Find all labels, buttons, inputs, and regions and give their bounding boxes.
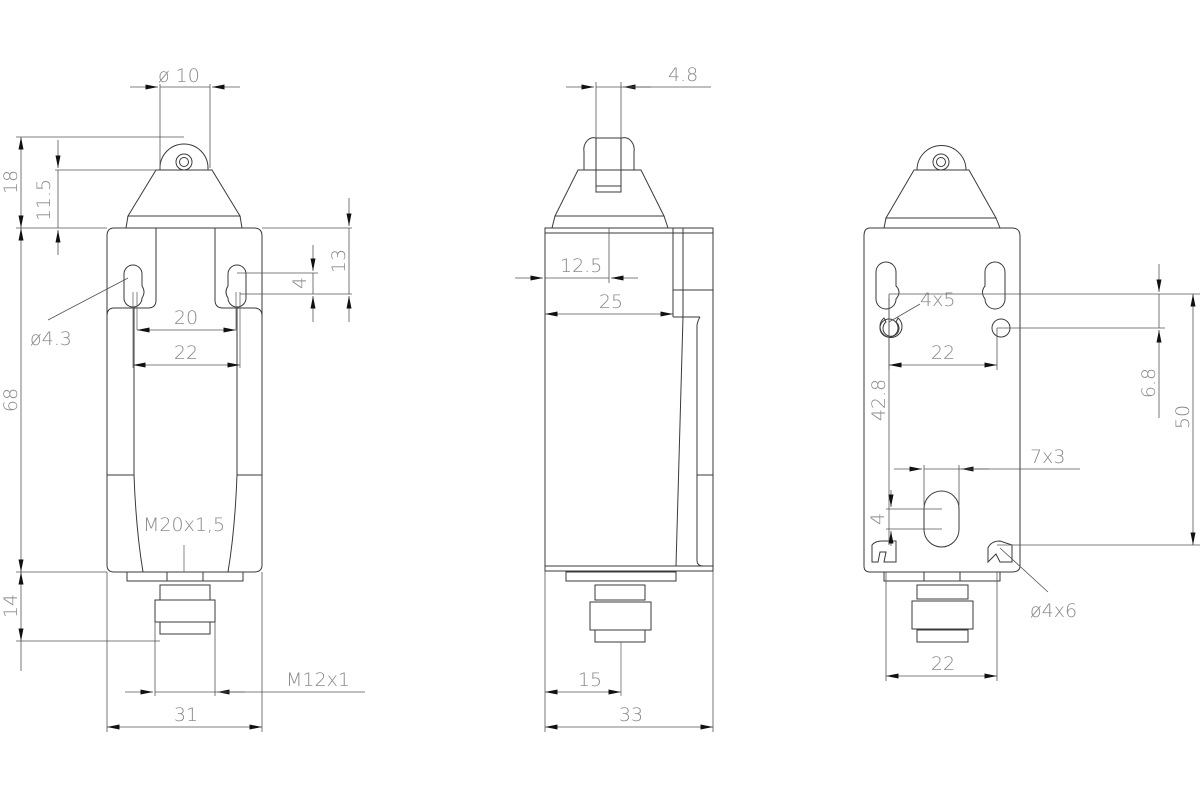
- dim-hole-spacing-bottom: 22: [931, 653, 955, 675]
- dim-half-depth: 12.5: [560, 255, 602, 277]
- dim-roller-diameter: ø 10: [158, 65, 200, 87]
- dim-vertical-spacing: 42.8: [868, 379, 890, 421]
- dim-head-height: 11.5: [33, 179, 55, 221]
- dim-total-top: 18: [0, 170, 22, 194]
- dim-connector-offset: 15: [578, 669, 602, 691]
- dim-vertical-total: 50: [1172, 405, 1194, 429]
- side-view: 4.8 12.5 25 15 33: [515, 64, 714, 732]
- dim-offset-small: 6.8: [1138, 368, 1160, 398]
- dim-roller-width: 4.8: [668, 64, 698, 86]
- dim-inner-width: 20: [174, 307, 198, 329]
- actuator-head: [125, 169, 243, 229]
- dim-width: 31: [174, 704, 198, 726]
- roller: [159, 143, 209, 171]
- rear-view: 4x5 22 42.8 6.8 50 7x3 4: [863, 145, 1200, 681]
- dim-hole-diameter-bottom: ø4x6: [1030, 600, 1077, 622]
- dim-hole-diameter: ø4.3: [30, 328, 72, 350]
- dim-oval-offset: 4: [867, 513, 889, 525]
- dim-body-height: 68: [0, 388, 22, 412]
- dim-slot-length: 4: [289, 277, 311, 289]
- dim-slot-size: 4x5: [920, 289, 955, 311]
- label-connector-thread: M12x1: [286, 669, 350, 691]
- label-conduit-thread: M20x1,5: [143, 514, 225, 536]
- dim-depth: 33: [619, 704, 643, 726]
- housing: [106, 227, 263, 573]
- connector: [126, 545, 244, 635]
- front-view: ø 10 18 11.5 13 4 ø4.3 20 22: [0, 65, 365, 732]
- dim-hole-spacing-top: 22: [931, 342, 955, 364]
- dim-hole-spacing: 22: [174, 342, 198, 364]
- dim-inner-depth: 25: [599, 291, 623, 313]
- dim-mount-offset: 13: [328, 249, 350, 273]
- dim-oval-size: 7x3: [1030, 446, 1065, 468]
- dim-plunger-length: 14: [0, 594, 22, 618]
